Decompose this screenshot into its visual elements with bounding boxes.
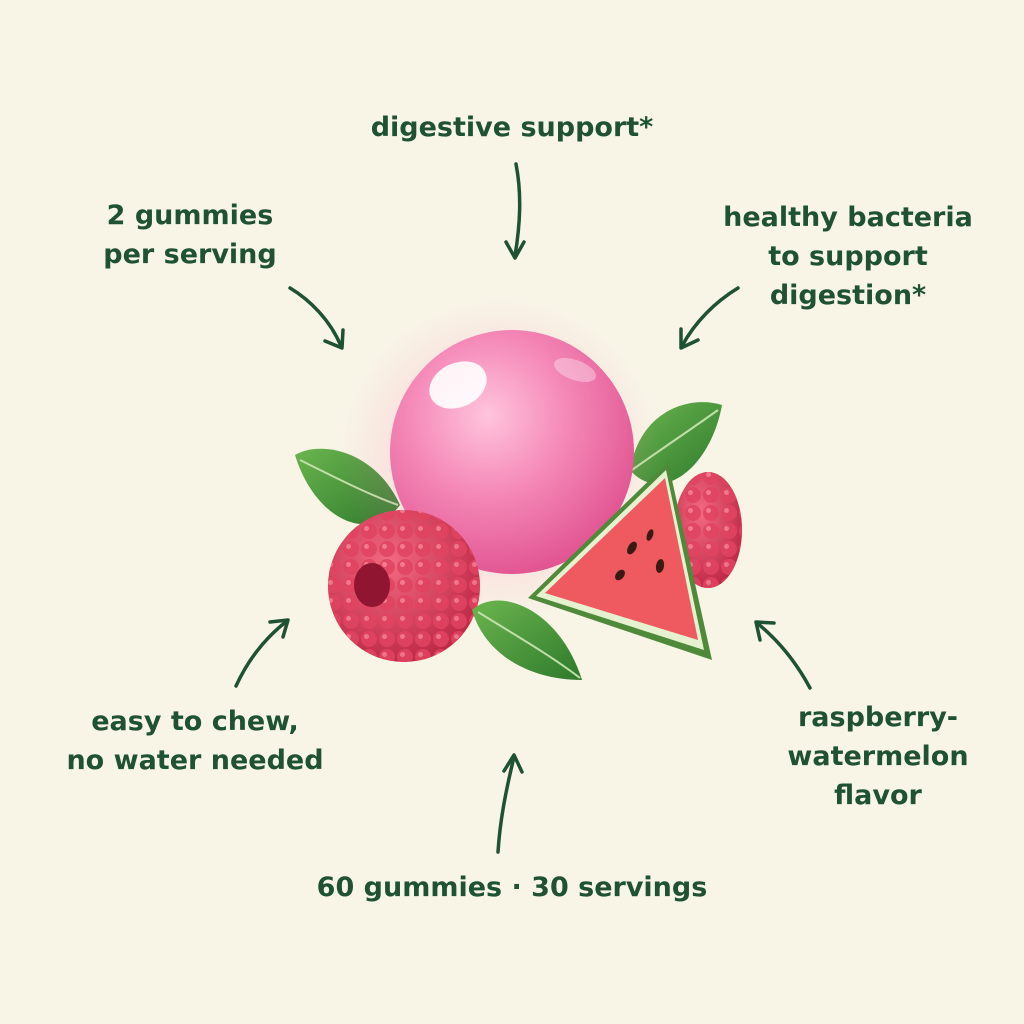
callout-top-left-line: per serving xyxy=(103,239,277,270)
callout-top-right: healthy bacteria to support digestion* xyxy=(700,198,996,315)
callout-bottom-left-line: no water needed xyxy=(66,745,324,776)
arrow-bottom-right xyxy=(754,620,812,690)
callout-bottom-right-line: watermelon xyxy=(787,741,969,772)
callout-bottom-line: 60 gummies · 30 servings xyxy=(316,872,708,903)
arrow-bottom-left xyxy=(234,618,290,688)
pink-gummy xyxy=(390,330,634,574)
raspberry-right xyxy=(674,472,742,588)
callout-top: digestive support* xyxy=(312,108,712,147)
arrow-top xyxy=(504,162,526,260)
raspberry-left xyxy=(328,510,480,662)
arrow-top-left xyxy=(288,286,345,350)
callout-bottom-left: easy to chew, no water needed xyxy=(40,702,350,780)
callout-top-left: 2 gummies per serving xyxy=(60,196,320,274)
callout-top-right-line: healthy bacteria xyxy=(723,202,973,233)
callout-top-right-line: digestion* xyxy=(769,280,927,311)
callout-top-right-line: to support xyxy=(768,241,928,272)
callout-top-left-line: 2 gummies xyxy=(106,200,274,231)
callout-bottom-right-line: raspberry- xyxy=(797,702,958,733)
callout-bottom-right-line: flavor xyxy=(834,780,922,811)
callout-bottom-left-line: easy to chew, xyxy=(91,706,299,737)
watermelon-slice xyxy=(528,462,712,660)
mint-leaf-front xyxy=(472,600,582,680)
arrow-top-right xyxy=(679,286,740,350)
callout-top-line: digestive support* xyxy=(370,112,654,143)
callout-bottom-right: raspberry- watermelon flavor xyxy=(760,698,996,815)
callout-bottom: 60 gummies · 30 servings xyxy=(262,868,762,907)
arrow-bottom xyxy=(496,753,524,854)
